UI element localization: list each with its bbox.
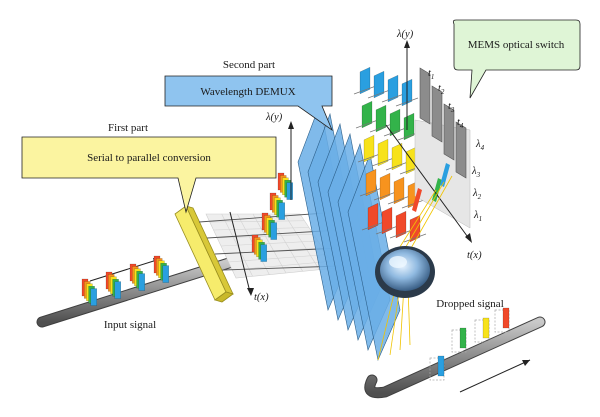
array-pulse: [385, 142, 409, 171]
output-fiber: [364, 316, 546, 399]
axis-t-x-2: t(x): [467, 250, 482, 261]
parallel-pulse-3: [261, 212, 277, 240]
mems-mirror-4: [455, 121, 467, 179]
dropped-pulse-3: [474, 317, 490, 343]
parallel-pulse-4: [251, 234, 267, 262]
dropped-pulse-4: [494, 307, 510, 333]
array-pulse: [373, 172, 397, 201]
array-pulse: [355, 100, 379, 129]
callout-mems-text: MEMS optical switch: [468, 39, 565, 51]
callout-wavelength-demux: [164, 75, 333, 132]
axes-2: [385, 40, 472, 243]
input-pulse-1: [81, 278, 98, 306]
dropped-pulse-2: [451, 327, 467, 353]
mems-ribbon-2: [432, 178, 442, 202]
input-fiber: [36, 256, 238, 328]
second-part-label: Second part: [223, 59, 275, 71]
input-pulse-3: [129, 263, 146, 291]
parallel-pulse-2: [269, 192, 285, 220]
callout-serial-parallel-text: Serial to parallel conversion: [87, 152, 211, 164]
wavelength-labels: λ4 λ3 λ2 λ1: [471, 139, 485, 223]
axes-1: [229, 121, 294, 296]
demux-plate-6: [347, 152, 401, 361]
input-pulses: [81, 255, 170, 306]
wavelength-label-1: λ4: [475, 139, 485, 152]
first-part-label: First part: [108, 122, 148, 134]
mems-mirror-3: [443, 103, 455, 161]
parallel-pulse-1: [277, 172, 293, 200]
output-arrow: [459, 359, 531, 393]
time-label-2: t2: [438, 83, 445, 96]
array-pulse: [381, 74, 405, 103]
wavelength-label-2: λ3: [471, 166, 481, 179]
parallel-pulses: [251, 172, 293, 262]
wavelength-label-3: λ2: [472, 188, 482, 201]
input-pulse-2: [105, 271, 122, 299]
time-label-1: t1: [428, 68, 434, 81]
array-pulse: [383, 108, 407, 137]
array-pulse: [375, 206, 399, 235]
input-pulse-4: [153, 255, 170, 283]
callout-mems: [452, 19, 581, 99]
mems-mirror-1: [419, 67, 431, 125]
axis-lambda-y-2: λ(y): [396, 29, 414, 40]
dropped-signal-label: Dropped signal: [436, 298, 504, 310]
array-pulse: [367, 70, 391, 99]
array-pulse: [369, 104, 393, 133]
ray-up-1: [397, 189, 437, 251]
mems-mirror-2: [431, 85, 443, 143]
wavelength-demux-plates: [297, 102, 401, 361]
input-arrow: [89, 258, 161, 282]
ray-down-1: [377, 285, 397, 361]
time-label-4: t4: [457, 117, 464, 130]
array-pulse: [403, 214, 427, 243]
axis-lambda-y-1: λ(y): [265, 112, 283, 123]
mems-ribbon-1: [412, 188, 422, 212]
array-pulse: [359, 168, 383, 197]
array-pulse: [357, 134, 381, 163]
input-signal-label: Input signal: [104, 319, 156, 331]
array-pulse: [353, 66, 377, 95]
time-label-3: t3: [448, 101, 455, 114]
mems-ribbon-3: [440, 163, 450, 187]
dropped-pulses: [429, 307, 510, 381]
array-pulse: [371, 138, 395, 167]
callout-wavelength-demux-text: Wavelength DEMUX: [200, 86, 295, 98]
axis-t-x-1: t(x): [254, 292, 269, 303]
array-pulse: [387, 176, 411, 205]
array-pulse: [361, 202, 385, 231]
ray-up-3: [409, 175, 453, 251]
ray-down-2: [389, 285, 401, 356]
ray-up-2: [403, 181, 445, 251]
callout-serial-parallel: [21, 136, 277, 214]
wavelength-label-4: λ1: [473, 210, 482, 223]
array-pulse: [389, 210, 413, 239]
lens: [375, 246, 435, 298]
serial-parallel-block: [174, 205, 234, 303]
dropped-pulse-1: [429, 355, 445, 381]
